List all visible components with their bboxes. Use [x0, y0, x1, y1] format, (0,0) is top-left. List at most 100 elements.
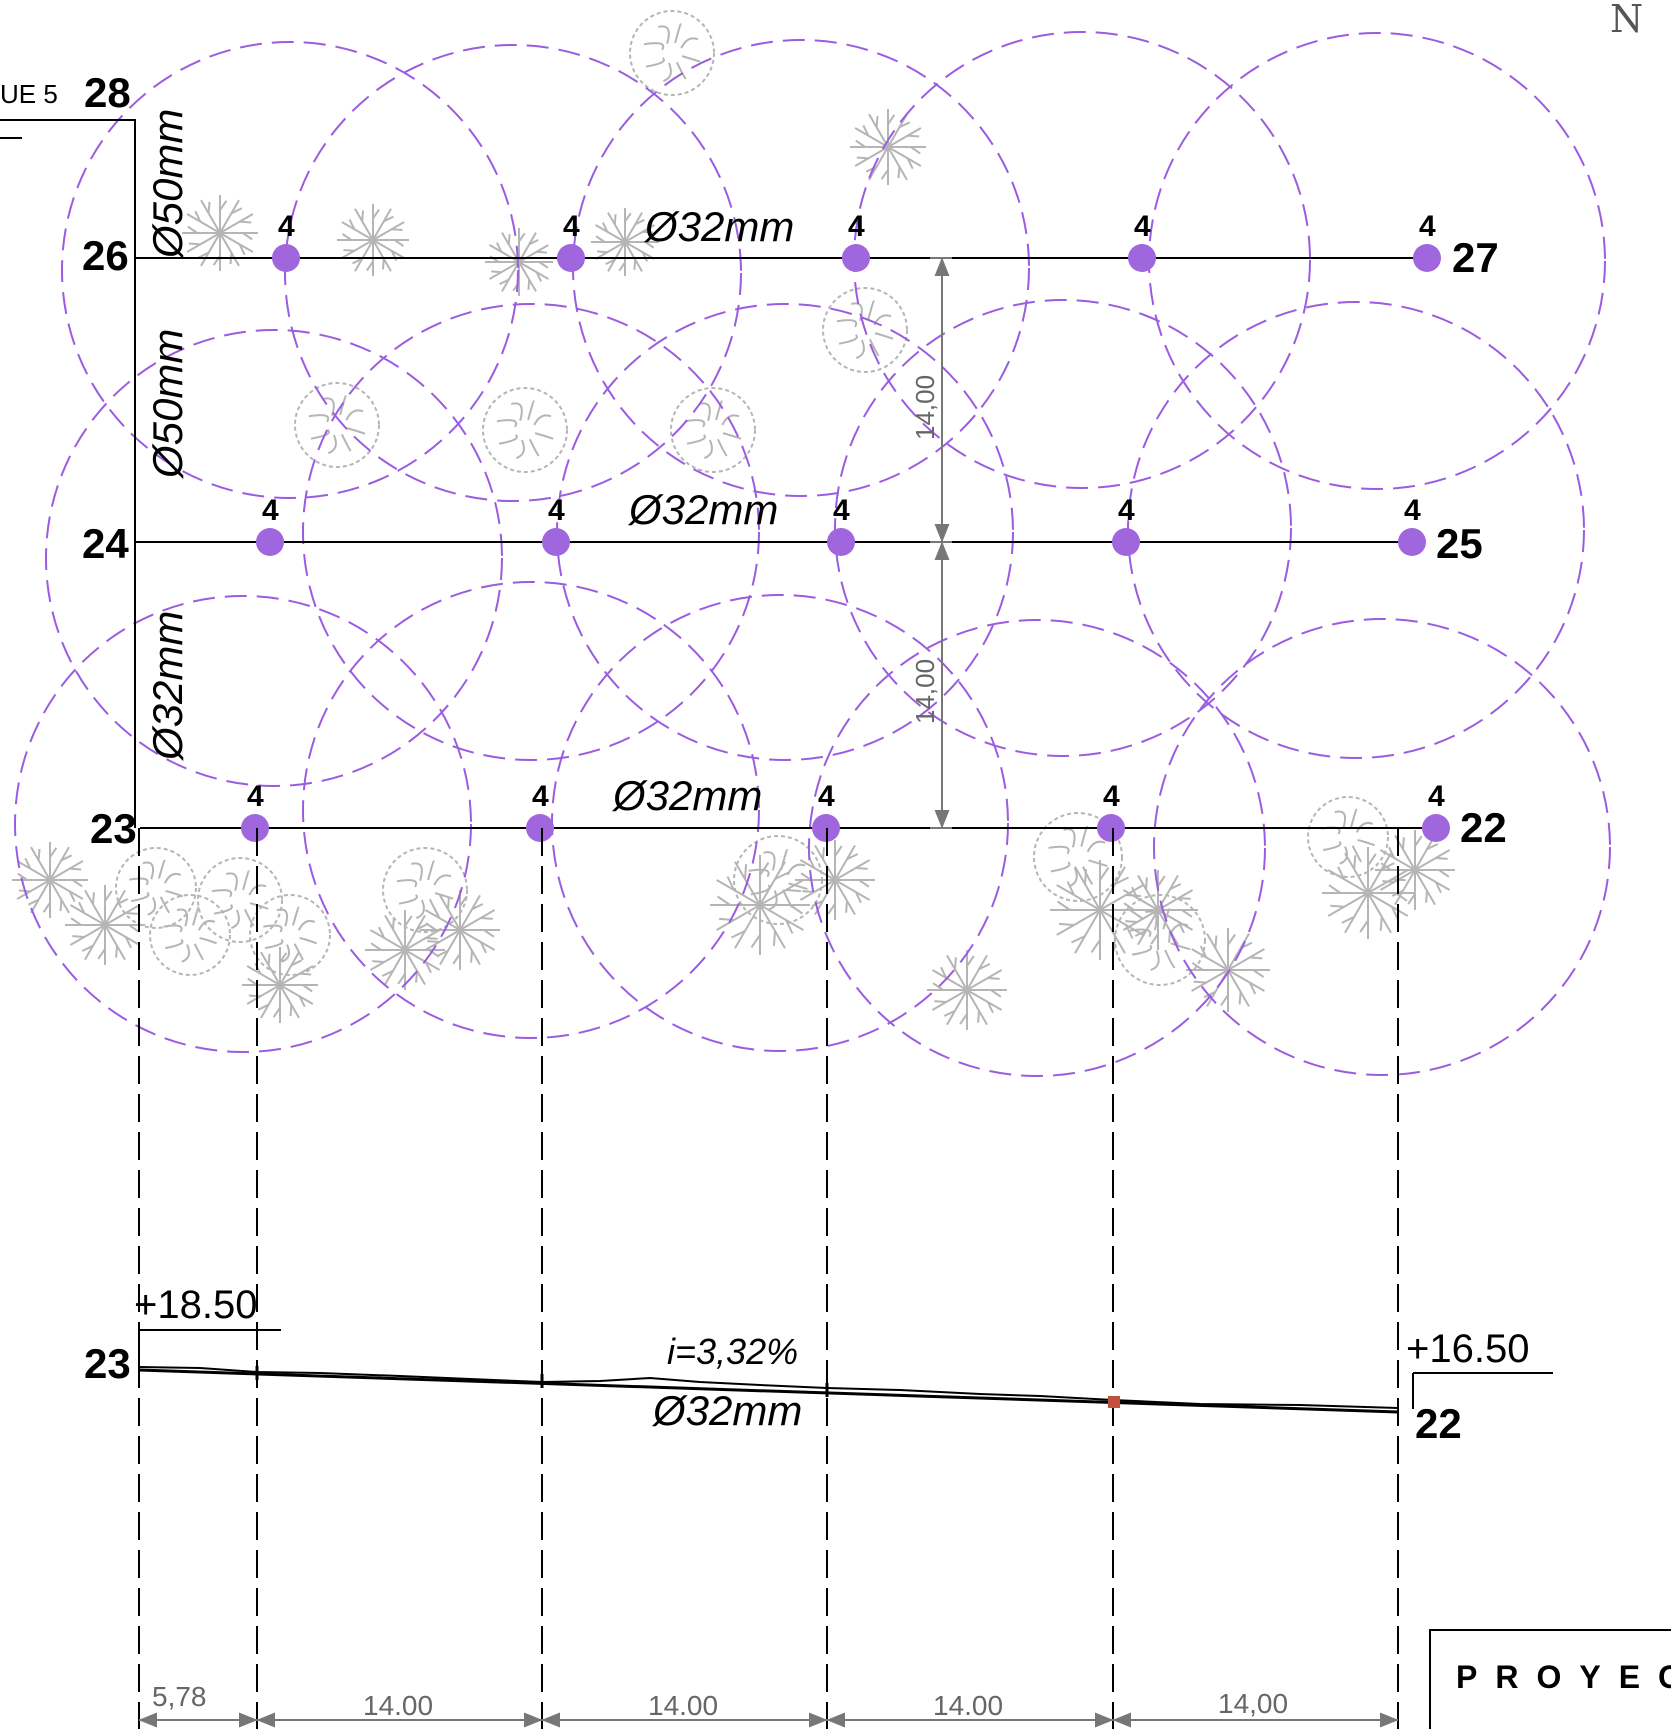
sprinkler-count-label: 4	[563, 210, 580, 243]
sprinkler-head	[1398, 528, 1426, 556]
tree-symbol	[927, 950, 1007, 1030]
pipe-diameter-vertical-top: Ø50mm	[144, 109, 191, 260]
pipe-diameter-row-2: Ø32mm	[627, 486, 778, 533]
tree-symbol	[337, 204, 409, 276]
title-box-text: PROYEC	[1456, 1659, 1671, 1695]
end-elevation-leader	[1412, 1372, 1553, 1409]
distance-3: 14.00	[648, 1690, 718, 1721]
tree-symbol	[197, 857, 283, 943]
coverage-circle	[45, 329, 503, 787]
node-28-label: 28	[84, 69, 131, 116]
sprinkler-count-label: 4	[247, 780, 264, 813]
sprinkler-head	[1128, 244, 1156, 272]
sprinkler-count-label: 4	[1404, 494, 1421, 527]
node-25-label: 25	[1436, 520, 1483, 567]
sprinkler-count-label: 4	[532, 780, 549, 813]
pipe-network	[0, 119, 1436, 829]
tree-symbol	[249, 894, 331, 976]
sprinkler-head	[542, 528, 570, 556]
sprinkler-count-label: 4	[848, 210, 865, 243]
sprinkler-count-label: 4	[262, 494, 279, 527]
pipe-diameter-row-1: Ø32mm	[643, 203, 794, 250]
tree-symbol	[242, 947, 318, 1023]
sprinkler-count-label: 4	[1428, 780, 1445, 813]
tree-symbol	[65, 885, 145, 965]
node-24-label: 24	[82, 520, 129, 567]
coverage-circle	[834, 299, 1292, 757]
node-22-label: 22	[1460, 804, 1507, 851]
tree-symbol	[149, 894, 231, 976]
pipe-profile-line	[138, 1368, 1399, 1414]
coverage-circle	[302, 303, 760, 761]
block-label: UE 5	[0, 79, 58, 109]
end-elevation-label: +16.50	[1406, 1327, 1529, 1371]
distance-2: 14.00	[363, 1690, 433, 1721]
tree-symbol	[822, 287, 908, 373]
tree-symbol	[1322, 847, 1414, 939]
sprinkler-head	[1422, 814, 1450, 842]
tree-symbol	[1118, 870, 1198, 950]
sprinkler-count-label: 4	[1134, 210, 1151, 243]
coverage-circle	[1148, 32, 1606, 490]
coverage-circle	[572, 39, 1030, 497]
coverage-circle	[808, 619, 1266, 1077]
vertical-dimension	[930, 257, 952, 829]
tree-symbol	[482, 387, 568, 473]
sprinkler-head	[272, 244, 300, 272]
tree-symbol	[1375, 830, 1455, 910]
coverage-circle	[61, 41, 519, 499]
pipe-diameter-vertical-mid: Ø50mm	[144, 329, 191, 480]
coverage-circle	[1127, 301, 1585, 759]
tree-symbol	[795, 840, 875, 920]
pipe-diameter-vertical-bottom: Ø32mm	[144, 611, 191, 762]
tree-symbol	[850, 109, 926, 185]
tree-symbol	[1114, 894, 1206, 986]
sprinkler-count-label: 4	[818, 780, 835, 813]
sprinkler-head	[526, 814, 554, 842]
coverage-circle	[302, 581, 760, 1039]
profile-pipe-label: Ø32mm	[651, 1387, 802, 1434]
tree-symbol	[115, 847, 197, 929]
distance-5: 14,00	[1218, 1688, 1288, 1719]
sprinkler-head	[241, 814, 269, 842]
sprinkler-head	[256, 528, 284, 556]
sprinkler-head	[1112, 528, 1140, 556]
north-arrow-label: N	[1610, 0, 1643, 41]
tree-symbol	[12, 842, 88, 918]
profile-start-node: 23	[84, 1340, 131, 1387]
distance-4: 14.00	[933, 1690, 1003, 1721]
tree-symbol	[733, 835, 823, 925]
profile-slope-label: i=3,32%	[667, 1331, 798, 1372]
sprinkler-count-label: 4	[1118, 494, 1135, 527]
coverage-circle	[1153, 618, 1611, 1076]
vertical-spacing-2: 14,00	[910, 659, 940, 724]
title-box	[1429, 1629, 1671, 1729]
distance-1: 5,78	[152, 1681, 207, 1712]
sprinkler-head	[827, 528, 855, 556]
tree-symbol	[629, 10, 715, 96]
horizontal-dimensions	[138, 1712, 1399, 1728]
sprinkler-head	[1097, 814, 1125, 842]
vertical-spacing-1: 14,00	[910, 375, 940, 440]
profile-extension-lines	[138, 828, 1399, 1729]
longitudinal-profile	[138, 1329, 1553, 1414]
sprinkler-head	[1413, 244, 1441, 272]
coverage-circle	[284, 44, 742, 502]
tree-symbol	[670, 387, 756, 473]
sprinkler-count-label: 4	[1103, 780, 1120, 813]
tree-symbol	[485, 228, 553, 296]
tree-symbol	[182, 195, 258, 271]
node-26-label: 26	[82, 232, 129, 279]
sprinkler-count-label: 4	[278, 210, 295, 243]
tree-symbol	[591, 208, 659, 276]
profile-end-node: 22	[1415, 1400, 1462, 1447]
tree-symbol	[294, 382, 380, 468]
tree-symbol	[382, 847, 468, 933]
tree-symbol	[365, 910, 445, 990]
node-23-label: 23	[90, 805, 137, 852]
sprinkler-count-label: 4	[548, 494, 565, 527]
tree-symbol	[1033, 812, 1123, 902]
profile-marker	[1108, 1396, 1120, 1408]
